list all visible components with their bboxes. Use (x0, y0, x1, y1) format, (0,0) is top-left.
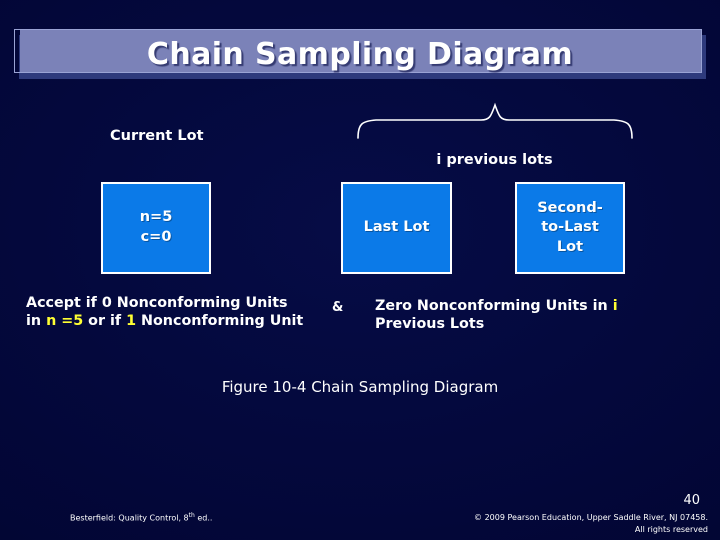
accept-rule-line2-b: or if (83, 313, 127, 330)
accept-rule-line2-a: in (26, 313, 47, 330)
lot-box-current: n=5 c=0 (101, 182, 211, 274)
page-title: Chain Sampling Diagram (146, 36, 574, 72)
accept-rule-line2-c: Nonconforming Unit (136, 313, 304, 330)
zero-rule-line2: Previous Lots (375, 316, 485, 333)
current-lot-label: Current Lot (110, 128, 204, 144)
lot-box-second-to-last: Second- to-Last Lot (515, 182, 625, 274)
accept-rule-highlight-n: n =5 (46, 313, 84, 330)
footer-source-prefix: Besterfield: Quality Control, 8 (70, 513, 189, 523)
lot-box-second-line3: Lot (556, 238, 584, 255)
footer-copyright: © 2009 Pearson Education, Upper Saddle R… (474, 512, 708, 536)
footer-source-suffix: ed.. (194, 513, 213, 523)
page-number: 40 (683, 493, 700, 508)
footer-source-ordinal: th (188, 512, 195, 519)
slide-title-bar: Chain Sampling Diagram (14, 29, 706, 79)
lot-box-last-label: Last Lot (363, 219, 430, 236)
footer-source-credit: Besterfield: Quality Control, 8th ed.. (70, 512, 212, 523)
accept-rule-line1: Accept if 0 Nonconforming Units (26, 295, 288, 311)
lot-box-last: Last Lot (341, 182, 452, 274)
footer-copyright-line2: All rights reserved (634, 525, 708, 534)
previous-lots-label: i previous lots (436, 152, 553, 168)
zero-rule-line1-a: Zero Nonconforming Units in (375, 298, 613, 314)
zero-rule-highlight-i: i (612, 298, 618, 314)
title-plate-outline (14, 29, 702, 73)
footer-copyright-line1: © 2009 Pearson Education, Upper Saddle R… (474, 513, 708, 522)
title-plate-fill (20, 30, 701, 72)
lot-box-second-line1: Second- (537, 199, 603, 216)
lot-box-current-line2: c=0 (140, 229, 172, 245)
lot-box-current-line1: n=5 (139, 209, 173, 226)
accept-rule-highlight-one: 1 (126, 313, 137, 330)
lot-box-second-line2: to-Last (541, 219, 599, 236)
curly-brace-icon (352, 98, 638, 142)
conjunction-ampersand: & (332, 300, 344, 315)
accept-rule-text: Accept if 0 Nonconforming Units in n =5 … (26, 294, 326, 331)
zero-rule-text: Zero Nonconforming Units in i Previous L… (375, 297, 665, 334)
figure-caption: Figure 10-4 Chain Sampling Diagram (221, 378, 499, 396)
